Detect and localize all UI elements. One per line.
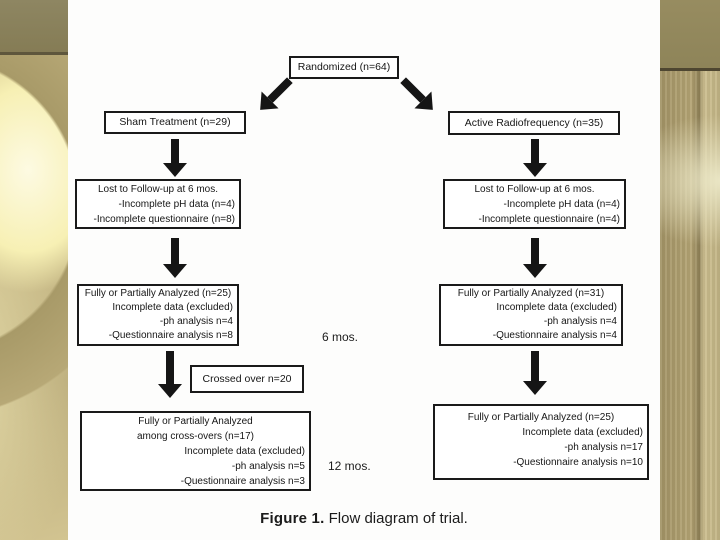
figure-caption-text: Flow diagram of trial. <box>324 510 468 527</box>
left-band-swirl <box>0 55 68 540</box>
flow-box-analyzed6-sham: Fully or Partially Analyzed (n=25)Incomp… <box>77 284 239 346</box>
left-band-top-block <box>0 0 68 55</box>
arrow-lost-to-analyzed6-active-icon <box>523 238 547 278</box>
arrow-head <box>158 384 182 398</box>
flow-box-analyzed6-active: Fully or Partially Analyzed (n=31)Incomp… <box>439 284 623 346</box>
arrow-head <box>523 264 547 278</box>
flow-box-active-radiofrequency: Active Radiofrequency (n=35) <box>448 111 620 135</box>
flow-box-lost-followup-sham: Lost to Follow-up at 6 mos.-Incomplete p… <box>75 179 241 229</box>
timepoint-12-months-label: 12 mos. <box>328 459 371 473</box>
arrow-shaft <box>171 139 179 163</box>
flow-box-randomized: Randomized (n=64) <box>289 56 399 79</box>
flow-box-lost-followup-active: Lost to Follow-up at 6 mos.-Incomplete p… <box>443 179 626 229</box>
left-decorative-band <box>0 0 68 540</box>
timepoint-6-months-label: 6 mos. <box>322 330 359 344</box>
flow-box-crossed-over: Crossed over n=20 <box>190 365 304 393</box>
flow-box-analyzed12-active: Fully or Partially Analyzed (n=25)Incomp… <box>433 404 649 480</box>
figure-caption-number: Figure 1. <box>260 510 325 527</box>
arrow-analyzed6-to-analyzed12-active-icon <box>523 351 547 395</box>
flow-box-sham-treatment: Sham Treatment (n=29) <box>104 111 246 134</box>
arrow-active-to-lost-icon <box>523 139 547 177</box>
arrow-shaft <box>531 238 539 264</box>
arrow-head <box>523 163 547 177</box>
figure-caption: Figure 1. Flow diagram of trial. <box>68 510 660 527</box>
arrow-lost-to-analyzed6-sham-icon <box>163 238 187 278</box>
right-band-texture <box>660 71 720 540</box>
arrow-sham-to-lost-icon <box>163 139 187 177</box>
arrow-analyzed6-to-crossover-icon <box>158 351 182 398</box>
arrow-shaft <box>531 139 539 163</box>
arrow-shaft <box>166 351 174 384</box>
arrow-head <box>523 381 547 395</box>
right-band-top-block <box>660 0 720 71</box>
arrow-shaft <box>171 238 179 264</box>
arrow-head <box>163 264 187 278</box>
arrow-head <box>163 163 187 177</box>
right-decorative-band <box>660 0 720 540</box>
arrow-shaft <box>531 351 539 381</box>
